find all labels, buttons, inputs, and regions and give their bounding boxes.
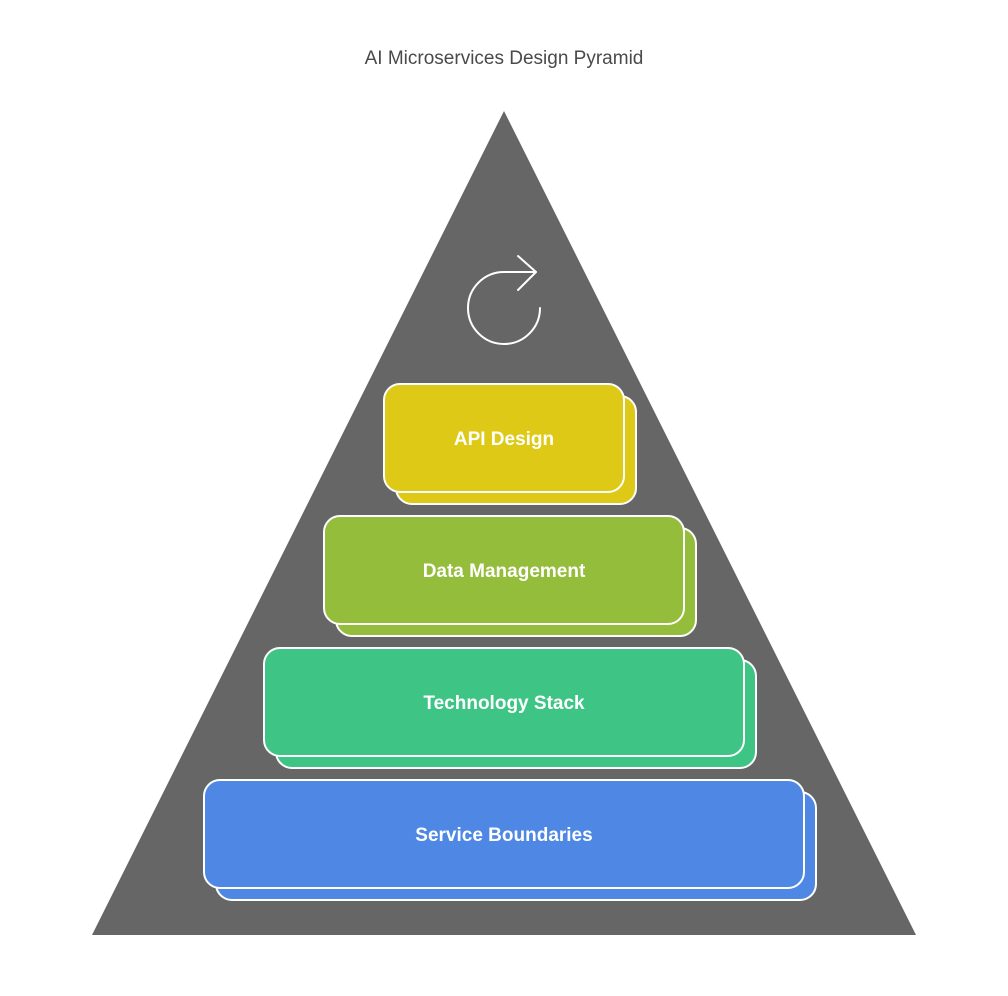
layer-api-design: API Design: [383, 383, 637, 505]
layer-service-boundaries: Service Boundaries: [203, 779, 817, 901]
layer-technology-stack: Technology Stack: [263, 647, 757, 769]
layer-data-management-label: Data Management: [423, 561, 586, 582]
layer-service-boundaries-label: Service Boundaries: [415, 825, 592, 846]
layer-api-design-card: [383, 383, 625, 493]
layer-data-management: Data Management: [323, 515, 697, 637]
layer-data-management-card: [323, 515, 685, 625]
refresh-cycle-icon: [467, 255, 541, 345]
layer-technology-stack-label: Technology Stack: [423, 693, 585, 714]
layer-service-boundaries-card: [203, 779, 805, 889]
diagram-title: AI Microservices Design Pyramid: [364, 48, 644, 69]
layer-technology-stack-card: [263, 647, 745, 757]
layer-api-design-label: API Design: [454, 429, 554, 450]
